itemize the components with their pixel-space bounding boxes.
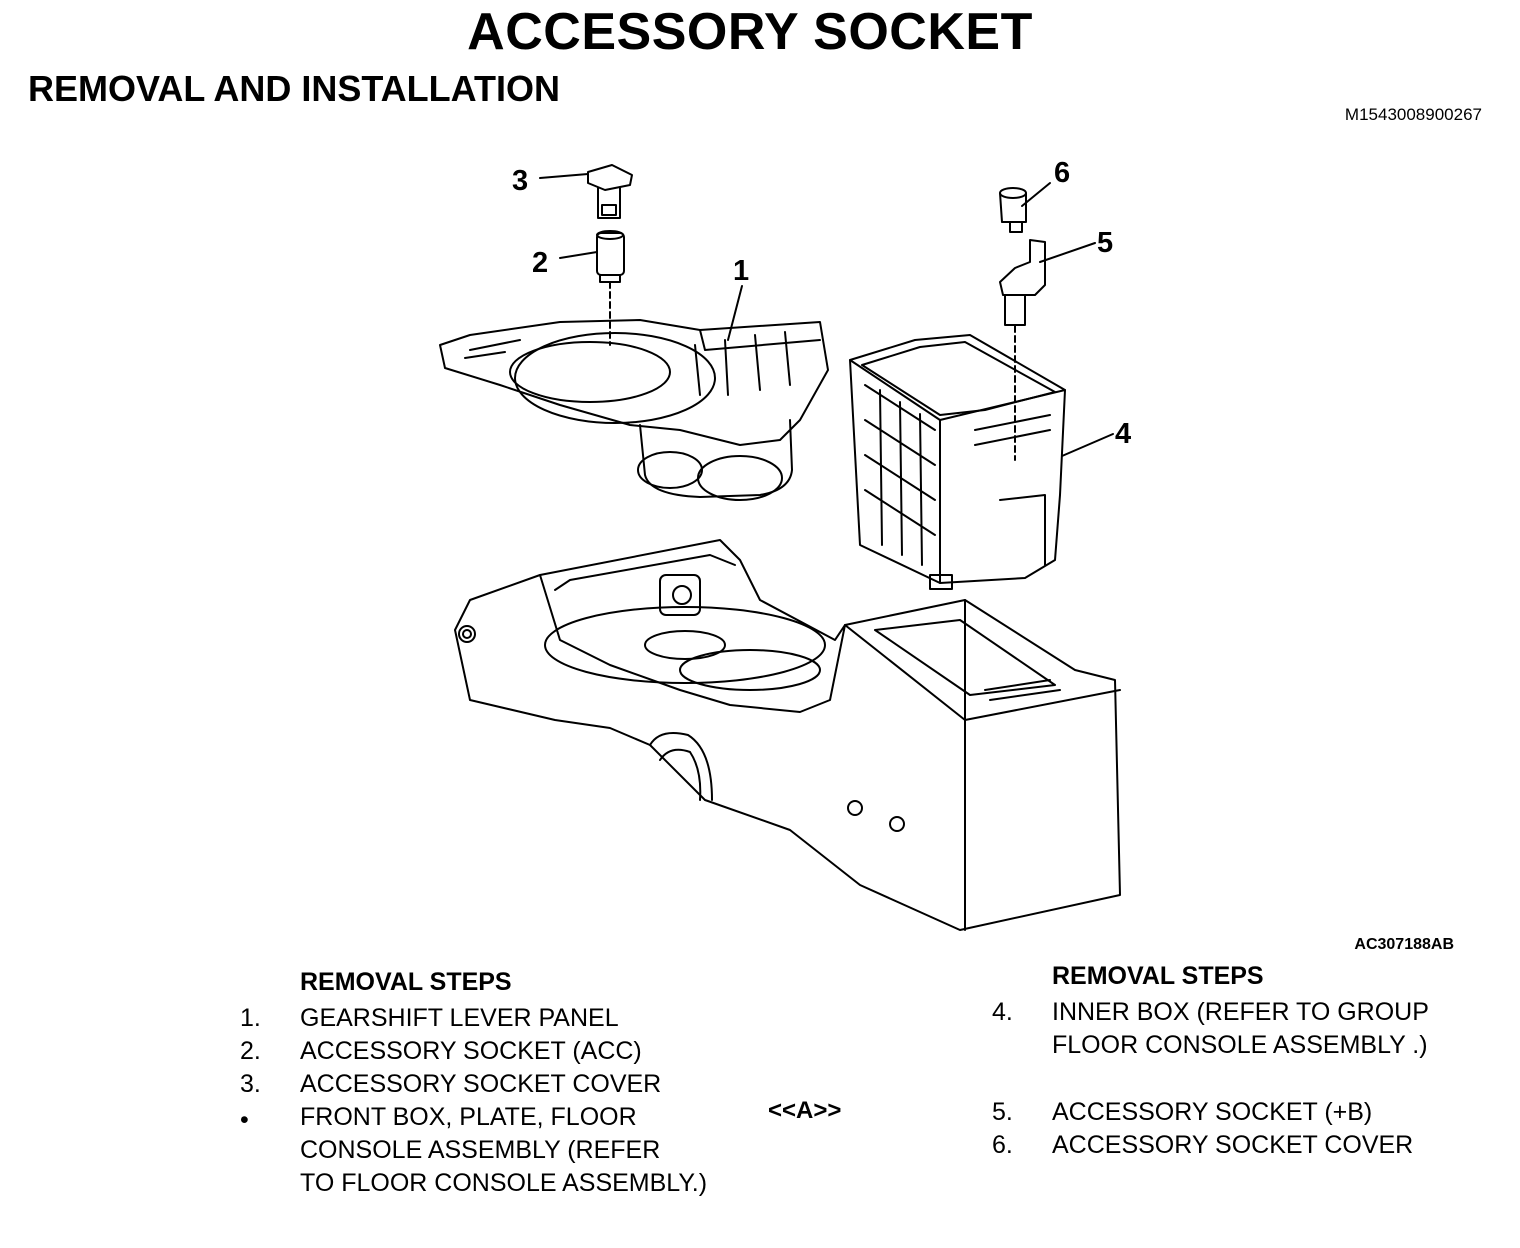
callout-2: 2 <box>532 247 548 279</box>
step-number: 4. <box>992 998 1013 1026</box>
step-number: 1. <box>240 1004 261 1032</box>
socket-cover-3 <box>587 164 633 219</box>
callout-3: 3 <box>512 165 528 197</box>
step-text: CONSOLE ASSEMBLY (REFER <box>300 1136 661 1164</box>
step-text: FLOOR CONSOLE ASSEMBLY .) <box>1052 1031 1428 1059</box>
inner-box <box>849 334 1066 590</box>
section-title: REMOVAL AND INSTALLATION <box>28 68 560 109</box>
step-text: FRONT BOX, PLATE, FLOOR <box>300 1103 637 1131</box>
callout-1: 1 <box>733 255 749 287</box>
step-number: 3. <box>240 1070 261 1098</box>
accessory-socket-b-5 <box>999 239 1046 326</box>
figure-id: AC307188AB <box>1354 936 1454 953</box>
socket-cover-6 <box>999 187 1027 233</box>
right-steps-heading: REMOVAL STEPS <box>1052 962 1264 990</box>
document-id: M1543008900267 <box>1344 105 1482 124</box>
step-text: GEARSHIFT LEVER PANEL <box>300 1004 619 1032</box>
callout-5: 5 <box>1097 227 1113 259</box>
exploded-view-diagram: 3 2 1 6 5 4 <box>439 157 1131 931</box>
step-text: ACCESSORY SOCKET (+B) <box>1052 1098 1373 1126</box>
step-bullet: • <box>240 1106 249 1134</box>
accessory-socket-acc-2 <box>596 230 625 283</box>
step-text: TO FLOOR CONSOLE ASSEMBLY.) <box>300 1169 708 1197</box>
callout-4: 4 <box>1115 418 1131 450</box>
step-text: ACCESSORY SOCKET COVER <box>1052 1131 1414 1159</box>
reference-note-a: <<A>> <box>768 1097 842 1124</box>
gearshift-lever-panel <box>439 319 829 501</box>
left-steps-heading: REMOVAL STEPS <box>300 968 512 996</box>
step-text: ACCESSORY SOCKET (ACC) <box>300 1037 642 1065</box>
step-number: 6. <box>992 1131 1013 1159</box>
step-number: 2. <box>240 1037 261 1065</box>
step-text: INNER BOX (REFER TO GROUP <box>1052 998 1429 1026</box>
floor-console-body <box>454 539 1121 931</box>
step-number: 5. <box>992 1098 1013 1126</box>
callout-6: 6 <box>1054 157 1070 189</box>
step-text: ACCESSORY SOCKET COVER <box>300 1070 662 1098</box>
page-title: ACCESSORY SOCKET <box>467 3 1033 61</box>
